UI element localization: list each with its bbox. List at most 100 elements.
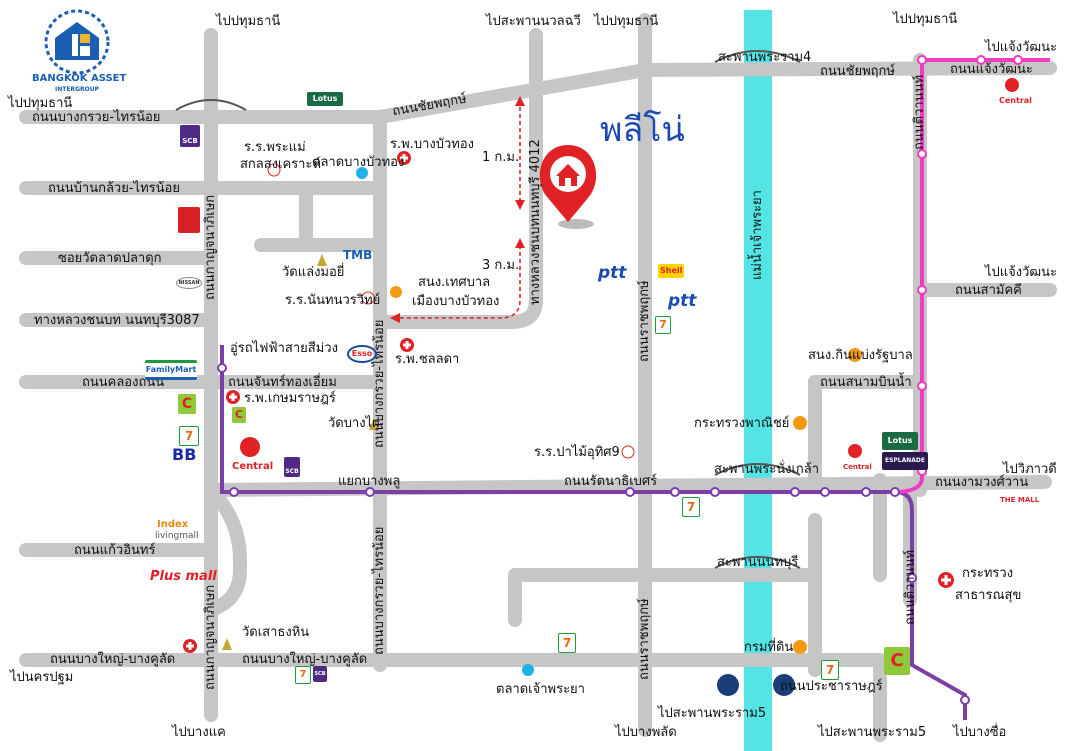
seven-eleven-logo-3: 7 [682,497,700,517]
seven-eleven-logo-5: 7 [295,666,311,684]
school-phraemae-2: สกลสงเคราะห์ [240,157,322,172]
seven-eleven-logo: 7 [179,426,199,446]
dir-chaeng-top: ไปแจ้งวัฒนะ [985,40,1058,55]
esplanade-logo: ESPLANADE [882,452,928,470]
bridge-nangklao: สะพานพระนั่งเกล้า [714,462,820,477]
dir-bang-phlat: ไปบางพลัด [615,725,677,740]
distance-3km: 3 ก.ม. [482,258,520,273]
municipality-1: สนง.เทศบาล [418,275,491,290]
health-ministry-1: กระทรวง [962,566,1014,581]
road-label-bangkruai-v2: ถนนบางกรวย-ไทรน้อย [372,526,387,655]
road-label-3087: ทางหลวงชนบท นนทบุรี3087 [34,313,200,328]
road-rattanathibet [204,475,1052,497]
project-pin-icon [539,145,597,229]
route-dashed [395,245,521,319]
school-icon [621,445,635,459]
bridge-left-arch [175,99,247,111]
seven-eleven-logo-6: 7 [821,660,839,680]
central-flower-icon [1005,78,1019,92]
road-label-ban-kluai: ถนนบ้านกล้วย-ไทรน้อย [48,181,180,196]
road-label-bangkruai-sainoi: ถนนบางกรวย-ไทรน้อย [32,110,161,125]
bridge-nonthaburi: สะพานนนทบุรี [717,555,799,570]
nissan-logo: NISSAN [176,277,202,289]
distance-arrow-down [515,200,525,210]
health-ministry-2: สาธารณสุข [955,588,1022,603]
big-c-logo: C [178,394,196,414]
family-mart-logo: FamilyMart [145,360,197,380]
road-label-chan-thong: ถนนจันทร์ทองเอี่ยม [228,375,337,390]
temple-icon [222,638,232,650]
logo-tagline: INTERGROUP [55,86,99,93]
road-label-kanchanaphisek-1: ถนนกาญจนาภิเษก [203,194,218,300]
road-label-ratchaphruek-2: ถนนราชพฤกษ์ [637,598,652,680]
road-label-tiwanon-1: ถนนติวานนท์ [912,74,927,150]
dir-bang-sue: ไปบางซื่อ [953,725,1007,740]
dir-vibhavadi: ไปวิภาวดี [1003,462,1057,477]
distance-1km: 1 ก.ม. [482,150,520,165]
bridge-rama4-arch [714,50,801,63]
govt-lottery: สนง.กินแบ่งรัฐบาล [808,348,913,363]
road-label-river: แม่น้ำเจ้าพระยา [750,190,765,280]
dir-pathum-left: ไปปทุมธานี [8,96,73,111]
dir-pathum-top1: ไปปทุมธานี [216,14,281,29]
school-nonthawit: ร.ร.นันทนวรวิทย์ [285,293,381,308]
central-flower-icon-2 [240,437,260,457]
pink-line [899,58,1050,494]
scb-logo-2: SCB [284,457,300,477]
road-label-pracharat: ถนนประชาราษฎร์ [780,679,883,694]
big-c-logo-3: C [884,647,910,675]
road-label-lat-pla-duk: ซอยวัดลาดปลาดุก [58,251,162,266]
dir-nakhon-pathom: ไปนครปฐม [10,670,74,685]
big-c-logo-2: C [232,407,246,423]
living-mall-logo: livingmall [155,531,199,541]
purple-line-depot: อู่รถไฟฟ้าสายสีม่วง [230,341,338,356]
central-logo-3: Central [843,463,872,471]
gov-dot [390,286,402,298]
talat-chao-phraya: ตลาดเจ้าพระยา [496,682,585,697]
road-chaiyaphruek [638,61,1057,77]
gov-dot [793,640,807,654]
commerce-ministry: กระทรวงพาณิชย์ [694,416,790,431]
road-label-chaeng: ถนนแจ้งวัฒนะ [950,62,1033,77]
tmb-logo: TMB [343,248,373,262]
pier-icon [773,674,795,696]
road-label-bang-yai-mid: ถนนบางใหญ่-บางคูลัด [242,652,368,667]
dir-chaeng-mid: ไปแจ้งวัฒนะ [985,265,1058,280]
school-phraemae: ร.ร.พระแม่ [244,140,306,155]
school-icon [361,291,375,305]
road-label-bang-yai-left: ถนนบางใหญ่-บางคูลัด [50,652,176,667]
logo-name: BANGKOK ASSET [32,73,127,84]
route-arrow [390,313,400,323]
scb-logo-3: SCB [313,666,327,682]
road-highway-4012 [373,28,543,329]
distance-arrow-up [515,96,525,106]
road-kanchanaphisek-loop [204,483,247,617]
market-dot [522,664,534,676]
road-label-rattanathibet: ถนนรัตนาธิเบศร์ [564,474,658,489]
bridge-nonthaburi-arch [714,556,801,569]
ptt-logo: ptt [598,263,627,283]
dir-nawalawi: ไปสะพานนวลฉวี [486,14,581,29]
central-logo-2: Central [232,461,274,472]
road-label-tiwanon-2: ถนนติวานนท์ [903,549,918,625]
road-label-4012: ทางหลวงชนบทนนทบุรี 4012 [528,139,543,305]
ptt-logo-2: ptt [668,291,697,311]
page-title: พลีโน่ [600,110,685,150]
talat-bang-bua-thong: ตลาดบางบัวทอง [312,155,405,170]
wat-laem-yai: วัดแล่งมอยี่ [282,265,345,280]
the-mall-logo: THE MALL [1000,496,1040,504]
dir-pathum-top2: ไปปทุมธานี [594,14,659,29]
road-label-chaiyaphruek-right: ถนนชัยพฤกษ์ [820,64,895,79]
land-dept: กรมที่ดิน [744,640,794,655]
school-panya: ร.ร.ปาไม้อุทิศ9 [534,445,620,460]
road-label-khlong-thanon: ถนนคลองถนน [82,375,165,390]
index-logo: Index [157,519,189,530]
market-dot [356,167,368,179]
scb-logo: SCB [180,125,200,147]
hosp-kasemrad: ร.พ.เกษมราษฎร์ [244,391,336,406]
wat-sao-thong-hin: วัดเสาธงหิน [242,625,310,640]
wat-bang-phai: วัดบางไผ่ [328,416,380,431]
road-label-samakkhi: ถนนสามัคคี [955,283,1022,298]
temple-icon [369,418,379,430]
hospital-icons [183,151,954,653]
